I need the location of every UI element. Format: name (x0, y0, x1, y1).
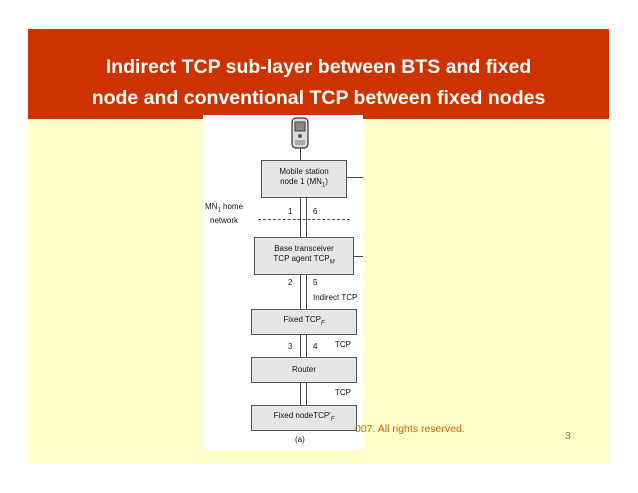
link-right-3 (306, 335, 307, 357)
mobile-station-line2: node 1 (MN1) (280, 177, 328, 189)
mobile-station-box: Mobile station node 1 (MN1) (261, 160, 347, 198)
router-box: Router (251, 357, 357, 383)
home-network-label: MN1 home network (205, 202, 244, 225)
network-figure: Mobile station node 1 (MN1) MN1 home net… (203, 115, 363, 450)
tcp-label-1: TCP (335, 340, 351, 349)
tcp-label-2: TCP (335, 388, 351, 397)
link-left-1 (300, 198, 301, 250)
slide-title: Indirect TCP sub-layer between BTS and f… (28, 52, 609, 114)
footer-copyright: 007. All rights reserved. (355, 423, 465, 435)
link-label-3: 3 (288, 342, 293, 351)
phone-link (300, 148, 301, 160)
link-label-4: 4 (313, 342, 318, 351)
bts-line2: TCP agent TCPM (273, 254, 335, 266)
link-right-4 (306, 383, 307, 405)
title-bar (28, 29, 609, 119)
link-left-2 (300, 275, 301, 309)
title-line-1: Indirect TCP sub-layer between BTS and f… (105, 56, 532, 78)
link-right-1 (306, 198, 307, 250)
figure-caption: (a) (295, 435, 305, 444)
bts-right-stub (354, 256, 363, 257)
fixed-node-box: Fixed nodeTCP'F (251, 405, 357, 431)
link-label-5: 5 (313, 278, 318, 287)
title-line-2: node and conventional TCP between fixed … (91, 87, 546, 109)
link-label-2: 2 (288, 278, 293, 287)
link-label-1: 1 (288, 207, 293, 216)
mobile-right-stub (347, 177, 363, 178)
indirect-tcp-label: Indirect TCP (313, 293, 358, 302)
mobile-phone-icon (291, 117, 309, 149)
link-left-3 (300, 335, 301, 357)
fixed-tcp-box: Fixed TCPF (251, 309, 357, 335)
link-right-2 (306, 275, 307, 309)
home-network-dashed-boundary (258, 219, 350, 221)
base-transceiver-box: Base transceiver TCP agent TCPM (254, 237, 354, 275)
mobile-station-line1: Mobile station (279, 167, 329, 177)
page-number: 3 (565, 430, 571, 442)
link-label-6: 6 (313, 207, 318, 216)
link-left-4 (300, 383, 301, 405)
bts-line1: Base transceiver (274, 244, 334, 254)
